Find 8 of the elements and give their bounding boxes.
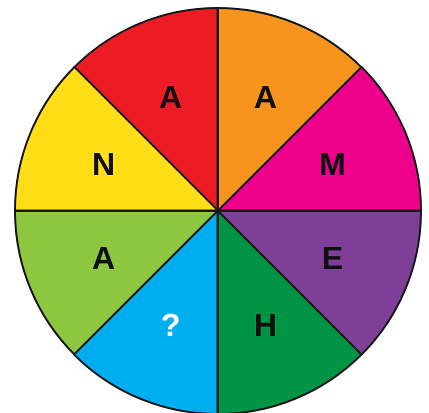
slice-letter: A bbox=[159, 80, 182, 113]
slice-letter: A bbox=[254, 80, 277, 113]
slice-letter: A bbox=[92, 242, 116, 274]
slice-letter: E bbox=[322, 242, 344, 274]
slice-letter: H bbox=[254, 309, 277, 342]
slice-letter: N bbox=[92, 148, 116, 180]
slice-letter: ? bbox=[160, 309, 180, 342]
slice-letter: M bbox=[319, 148, 346, 180]
